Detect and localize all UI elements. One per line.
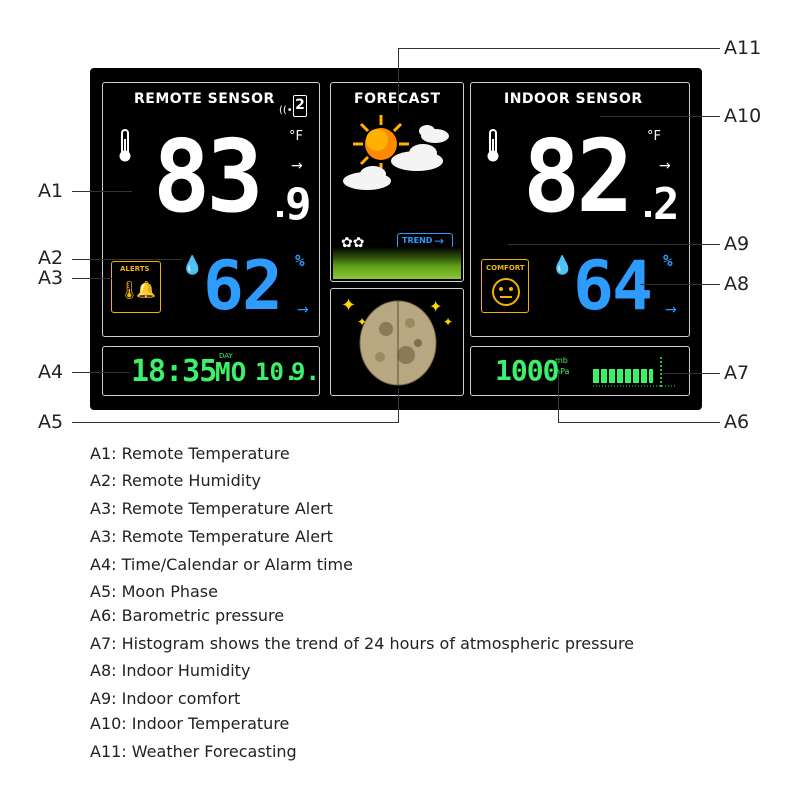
alert-bell-icon: 🔔	[136, 280, 156, 299]
remote-temperature-value: 83	[153, 118, 264, 235]
indoor-temperature-value: 82	[523, 118, 634, 235]
remote-humidity-unit: %	[295, 251, 305, 270]
moon-icon	[359, 300, 437, 386]
comfort-face-icon	[492, 278, 520, 306]
callout-a3: A3	[38, 267, 64, 289]
indoor-temp-trend-arrow: →	[659, 158, 671, 174]
legend-item: A3: Remote Temperature Alert	[90, 527, 333, 546]
channel-number: 2	[295, 97, 305, 113]
pressure-value: 1000	[495, 354, 559, 387]
callout-a2: A2	[38, 247, 64, 269]
callout-a8: A8	[724, 273, 750, 295]
leader-line-a6-h	[558, 422, 720, 423]
legend-item: A5: Moon Phase	[90, 582, 218, 601]
alert-thermometer-icon: 🌡	[118, 280, 141, 301]
grass-flowers-image: ✿✿	[333, 235, 461, 279]
calendar-date: 9.	[291, 358, 320, 386]
moon-phase-panel: ✦ ✦ ✦ ✦	[330, 288, 464, 396]
leader-line-a4	[72, 372, 130, 373]
indoor-decimal-point	[645, 211, 651, 217]
star-icon: ✦	[429, 297, 443, 316]
clock-time: 18:35	[131, 354, 217, 389]
legend-item: A11: Weather Forecasting	[90, 742, 297, 761]
legend-item: A6: Barometric pressure	[90, 606, 285, 625]
legend-item: A7: Histogram shows the trend of 24 hour…	[90, 634, 635, 653]
alerts-label: ALERTS	[120, 265, 150, 273]
callout-a6: A6	[724, 411, 750, 433]
humidity-drop-icon: 💧	[181, 255, 204, 276]
trend-arrow-icon: →	[434, 234, 445, 248]
callout-a11: A11	[724, 37, 762, 59]
legend-item: A1: Remote Temperature	[90, 444, 290, 463]
star-icon: ✦	[443, 315, 454, 329]
legend-item: A8: Indoor Humidity	[90, 661, 251, 680]
callout-a4: A4	[38, 361, 64, 383]
leader-line-a2	[72, 259, 182, 260]
forecast-title: FORECAST	[354, 91, 441, 107]
clock-calendar-panel: 18:35 DAY MO 10. 9.	[102, 346, 320, 396]
legend-item: A4: Time/Calendar or Alarm time	[90, 555, 353, 574]
star-icon: ✦	[341, 295, 357, 316]
callout-a10: A10	[724, 105, 762, 127]
legend-item: A3: Remote Temperature Alert	[90, 499, 333, 518]
legend-item: A2: Remote Humidity	[90, 471, 261, 490]
remote-temp-unit: °F	[289, 129, 303, 144]
legend-item: A9: Indoor comfort	[90, 689, 241, 708]
indoor-sensor-title: INDOOR SENSOR	[504, 91, 643, 107]
leader-line-a10	[600, 116, 720, 117]
thermometer-icon	[119, 129, 131, 162]
remote-sensor-title: REMOTE SENSOR	[134, 91, 275, 107]
humidity-drop-icon: 💧	[551, 255, 574, 276]
leader-line-a11-v	[398, 48, 399, 110]
remote-temperature-decimal: 9	[285, 179, 312, 230]
signal-icon: ((•	[279, 105, 293, 116]
indoor-sensor-panel: INDOOR SENSOR °F → 82 2 COMFORT 💧 64 % →	[470, 82, 690, 337]
leader-line-a6-v	[558, 375, 559, 422]
comfort-label: COMFORT	[486, 264, 525, 272]
indoor-comfort-indicator: COMFORT	[481, 259, 529, 313]
legend-item: A10: Indoor Temperature	[90, 714, 290, 733]
leader-line-a5-h	[72, 422, 399, 423]
thermometer-icon	[487, 129, 499, 162]
sun-cloud-forecast-icon	[343, 115, 449, 190]
remote-temp-trend-arrow: →	[291, 158, 303, 174]
indoor-temp-unit: °F	[647, 129, 661, 144]
leader-line-a9	[508, 244, 720, 245]
calendar-month: 10.	[255, 358, 299, 386]
leader-line-a5-v	[398, 388, 399, 422]
leader-line-a1	[72, 191, 132, 192]
remote-sensor-panel: REMOTE SENSOR ((• 2 °F → 83 9 ALERTS 🌡 🔔…	[102, 82, 320, 337]
pressure-panel: 1000 mb hPa	[470, 346, 690, 396]
pressure-unit-mb: mb	[555, 356, 568, 365]
remote-decimal-point	[277, 211, 283, 217]
remote-humidity-trend-arrow: →	[297, 302, 309, 318]
pressure-unit-hpa: hPa	[555, 367, 570, 376]
weather-station-display: REMOTE SENSOR ((• 2 °F → 83 9 ALERTS 🌡 🔔…	[90, 68, 702, 410]
trend-label: TREND	[402, 236, 433, 245]
leader-line-a7	[662, 373, 720, 374]
daisy-icon: ✿✿	[341, 235, 365, 251]
pressure-histogram	[593, 357, 677, 387]
callout-a1: A1	[38, 180, 64, 202]
day-label: DAY	[219, 352, 233, 360]
forecast-panel: FORECAST TREND → ✿✿	[330, 82, 464, 282]
callout-a7: A7	[724, 362, 750, 384]
indoor-humidity-trend-arrow: →	[665, 302, 677, 318]
indoor-humidity-unit: %	[663, 251, 673, 270]
channel-badge: 2	[293, 95, 307, 117]
leader-line-a8	[640, 284, 720, 285]
callout-a9: A9	[724, 233, 750, 255]
leader-line-a11-h	[398, 48, 720, 49]
indoor-temperature-decimal: 2	[653, 179, 680, 230]
remote-alerts-indicator: ALERTS 🌡 🔔	[111, 261, 161, 313]
callout-a5: A5	[38, 411, 64, 433]
indoor-humidity-value: 64	[573, 247, 653, 326]
leader-line-a3	[72, 278, 112, 279]
star-icon: ✦	[357, 315, 368, 329]
day-of-week: MO	[215, 358, 247, 388]
remote-humidity-value: 62	[203, 247, 283, 326]
